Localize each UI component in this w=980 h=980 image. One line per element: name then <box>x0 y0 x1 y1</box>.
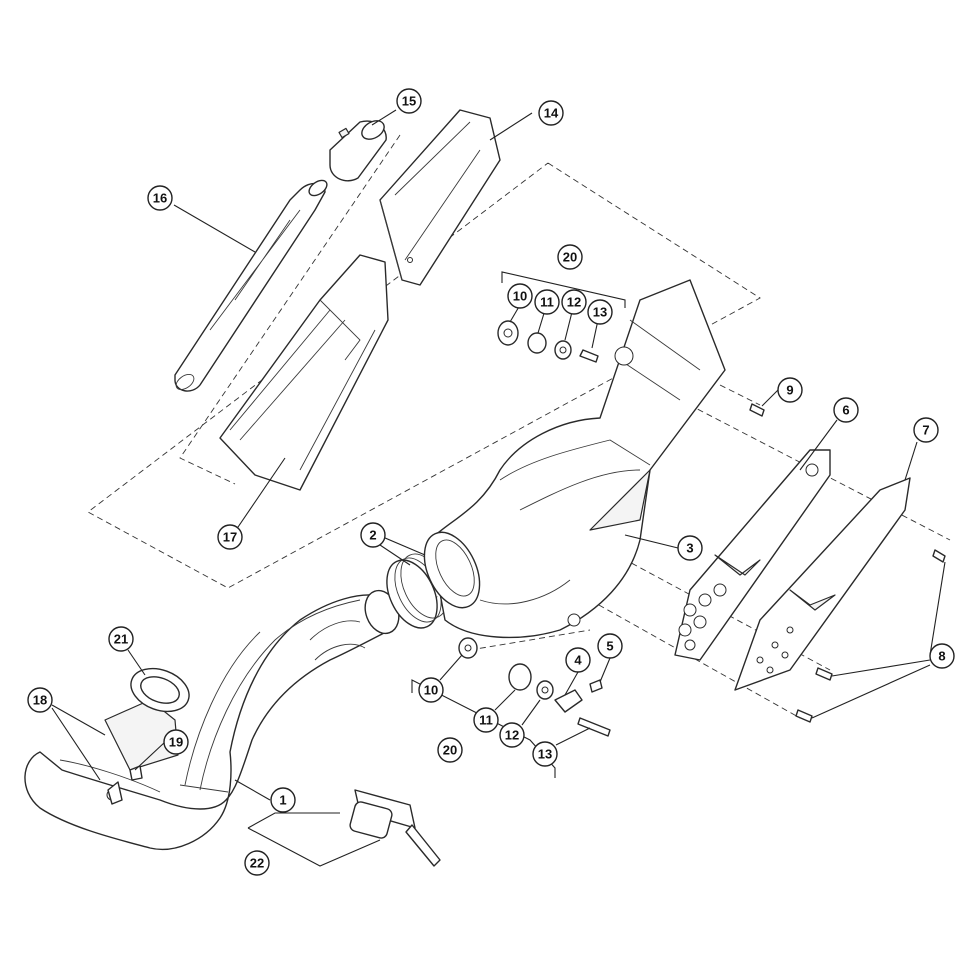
callout-17[interactable]: 17 <box>217 524 243 550</box>
callout-14[interactable]: 14 <box>538 100 564 126</box>
svg-text:12: 12 <box>567 295 581 310</box>
callout-7[interactable]: 7 <box>913 417 939 443</box>
svg-text:19: 19 <box>169 735 183 750</box>
callout-10-lower[interactable]: 10 <box>418 677 444 703</box>
callout-3[interactable]: 3 <box>677 535 703 561</box>
svg-text:20: 20 <box>443 743 457 758</box>
callout-19[interactable]: 19 <box>163 729 189 755</box>
svg-text:16: 16 <box>153 191 167 206</box>
callout-22[interactable]: 22 <box>244 850 270 876</box>
svg-text:4: 4 <box>574 653 582 668</box>
svg-text:3: 3 <box>686 541 693 556</box>
callout-20-lower[interactable]: 20 <box>437 737 463 763</box>
svg-text:5: 5 <box>606 639 613 654</box>
callout-11-upper[interactable]: 11 <box>534 289 560 315</box>
header-pipe-part-1 <box>24 589 400 850</box>
callout-16[interactable]: 16 <box>147 185 173 211</box>
muffler-body-part-3 <box>423 279 726 639</box>
svg-text:9: 9 <box>786 383 793 398</box>
callout-20-upper[interactable]: 20 <box>557 244 583 270</box>
svg-text:11: 11 <box>479 713 493 728</box>
svg-text:10: 10 <box>513 289 527 304</box>
svg-text:14: 14 <box>544 106 559 121</box>
svg-text:1: 1 <box>279 793 286 808</box>
sleeve-part-15 <box>329 120 387 182</box>
svg-text:15: 15 <box>402 94 416 109</box>
callout-11-lower[interactable]: 11 <box>473 707 499 733</box>
heat-shield-part-17 <box>219 254 389 491</box>
callout-5[interactable]: 5 <box>597 633 623 659</box>
svg-text:17: 17 <box>223 530 237 545</box>
end-cap-part-14 <box>379 109 501 286</box>
callout-18[interactable]: 18 <box>27 687 53 713</box>
svg-text:10: 10 <box>424 683 438 698</box>
svg-text:21: 21 <box>114 632 128 647</box>
callout-15[interactable]: 15 <box>396 88 422 114</box>
callout-6[interactable]: 6 <box>833 397 859 423</box>
callout-2[interactable]: 2 <box>360 522 386 548</box>
svg-text:12: 12 <box>505 728 519 743</box>
svg-text:20: 20 <box>563 250 577 265</box>
heat-guard-part-7 <box>734 477 911 691</box>
bracket-plate-part-6 <box>674 449 831 661</box>
callout-1[interactable]: 1 <box>270 787 296 813</box>
gasket-part-21 <box>130 667 190 713</box>
tail-pipe-part-16 <box>174 179 328 392</box>
svg-text:18: 18 <box>33 693 47 708</box>
callout-12-upper[interactable]: 12 <box>561 289 587 315</box>
callout-21[interactable]: 21 <box>108 626 134 652</box>
hardware-small-parts <box>107 320 946 805</box>
svg-text:7: 7 <box>922 423 929 438</box>
svg-text:8: 8 <box>938 649 945 664</box>
callout-12-lower[interactable]: 12 <box>499 722 525 748</box>
callout-4[interactable]: 4 <box>565 647 591 673</box>
callout-13-lower[interactable]: 13 <box>532 741 558 767</box>
svg-text:22: 22 <box>250 856 264 871</box>
svg-text:11: 11 <box>540 295 554 310</box>
callout-bubbles: 1 2 3 4 5 6 7 8 <box>27 88 955 876</box>
callout-leaders <box>51 109 946 867</box>
svg-text:2: 2 <box>369 528 376 543</box>
callout-13-upper[interactable]: 13 <box>587 299 613 325</box>
sensor-part-22 <box>349 789 441 867</box>
callout-9[interactable]: 9 <box>777 377 803 403</box>
svg-text:6: 6 <box>842 403 849 418</box>
svg-text:13: 13 <box>538 747 552 762</box>
callout-10-upper[interactable]: 10 <box>507 283 533 309</box>
callout-8[interactable]: 8 <box>929 643 955 669</box>
svg-text:13: 13 <box>593 305 607 320</box>
